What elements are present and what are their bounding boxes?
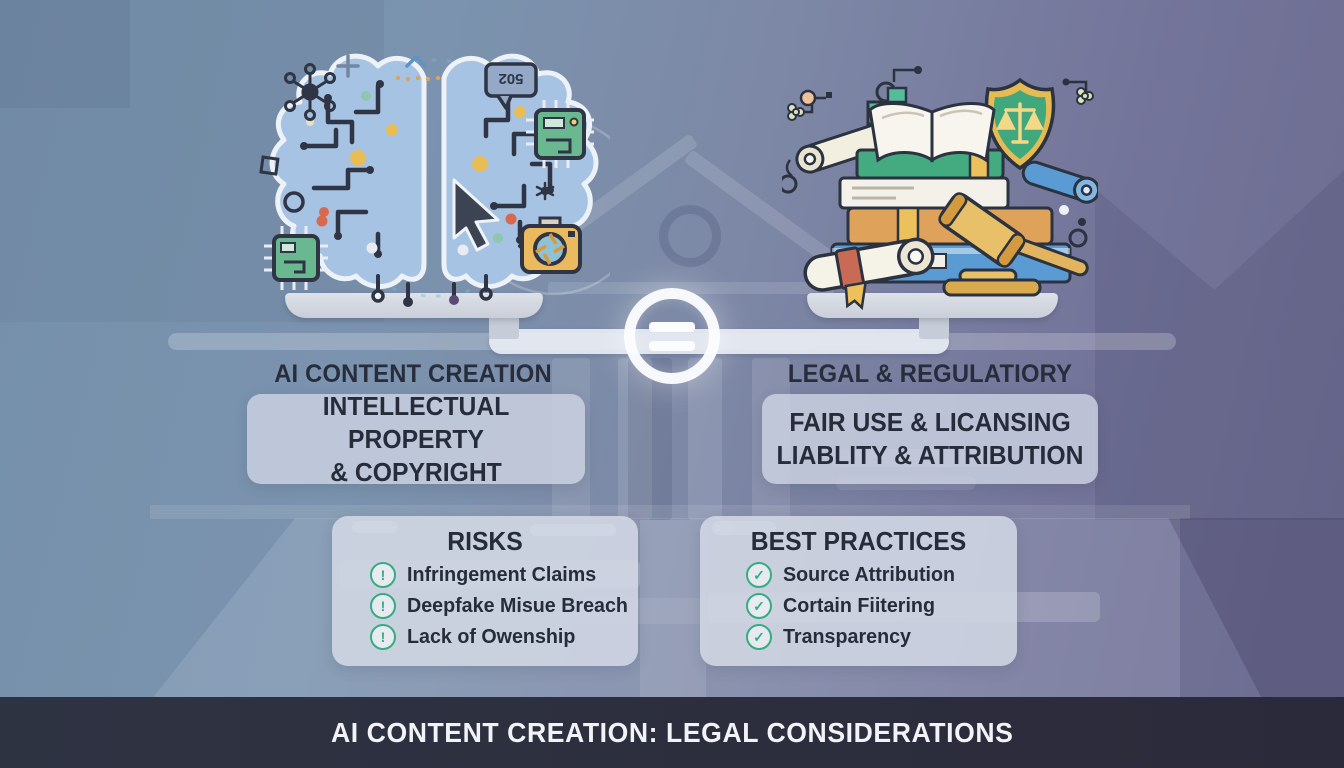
bg-chevron-right [1095, 170, 1344, 520]
banner-title: AI CONTENT CREATION: LEGAL CONSIDERATION… [330, 716, 1014, 748]
practice-label: Transparency [783, 624, 911, 648]
right-info-box: FAIR USE & LICANSING LIABLITY & ATTRIBUT… [762, 394, 1098, 484]
step-band [150, 505, 1190, 519]
chip-icon [264, 226, 328, 290]
equals-icon [624, 288, 720, 384]
shield-scales-icon [984, 77, 1056, 171]
ai-brain-illustration: 502 [259, 38, 610, 307]
scale-pan-left [285, 293, 543, 318]
legal-books-illustration [782, 66, 1098, 311]
diploma-scroll-icon [803, 237, 935, 311]
practice-item: ✓ Source Attribution [746, 561, 1017, 588]
svg-text:502: 502 [498, 70, 523, 87]
left-box-line2: & COPYRIGHT [330, 456, 502, 487]
square-outline-icon [259, 155, 280, 176]
practice-label: Source Attribution [783, 562, 956, 586]
risk-item: ! Infringement Claims [370, 561, 638, 588]
column-base [640, 520, 706, 697]
column [688, 358, 722, 520]
snowflake-icon [535, 181, 555, 201]
best-practices-title: BEST PRACTICES [750, 526, 967, 556]
molecule-icon [284, 63, 336, 121]
right-box-line2: LIABLITY & ATTRIBUTION [776, 440, 1084, 470]
plus-icon [336, 54, 360, 78]
check-circle-icon: ✓ [746, 561, 772, 588]
bg-block-corner [0, 0, 130, 108]
pediment-ring [659, 205, 721, 267]
bg-diagonal-bottomright [1168, 518, 1344, 697]
cursor-icon [452, 178, 500, 252]
practice-item: ✓ Transparency [746, 623, 1017, 650]
risk-label: Deepfake Misue Breach [407, 593, 628, 617]
left-box-line1: INTELLECTUAL PROPERTY [322, 390, 510, 454]
circle-outline-icon [283, 191, 305, 213]
right-box-line1: FAIR USE & LICANSING [789, 407, 1071, 437]
chip-icon [526, 100, 594, 168]
column [618, 358, 652, 520]
check-circle-icon: ✓ [746, 592, 772, 619]
left-info-box: INTELLECTUAL PROPERTY & COPYRIGHT [247, 391, 585, 487]
check-circle-icon: ✓ [746, 623, 772, 650]
camera-icon [520, 216, 582, 274]
risks-card: RISKS ! Infringement Claims ! Deepfake M… [332, 516, 638, 666]
practice-label: Cortain Fiitering [783, 593, 935, 617]
gavel-icon [938, 192, 1089, 297]
caret-icon [405, 54, 427, 68]
exclamation-circle-icon: ! [370, 623, 396, 650]
risk-label: Lack of Owenship [407, 624, 576, 648]
speech-bubble-icon: 502 [484, 62, 538, 110]
exclamation-circle-icon: ! [370, 592, 396, 619]
rolled-document-icon [1021, 160, 1098, 204]
practice-item: ✓ Cortain Fiitering [746, 592, 1017, 619]
rosette-icon [787, 87, 1094, 121]
risk-label: Infringement Claims [407, 562, 597, 586]
exclamation-circle-icon: ! [370, 561, 396, 588]
risk-item: ! Lack of Owenship [370, 623, 638, 650]
title-banner: AI CONTENT CREATION: LEGAL CONSIDERATION… [0, 697, 1344, 768]
right-heading: LEGAL & REGULATIORY [787, 360, 1073, 388]
risks-title: RISKS [447, 526, 523, 556]
best-practices-card: BEST PRACTICES ✓ Source Attribution ✓ Co… [700, 516, 1017, 666]
risk-item: ! Deepfake Misue Breach [370, 592, 638, 619]
left-heading: AI CONTENT CREATION [274, 360, 552, 388]
